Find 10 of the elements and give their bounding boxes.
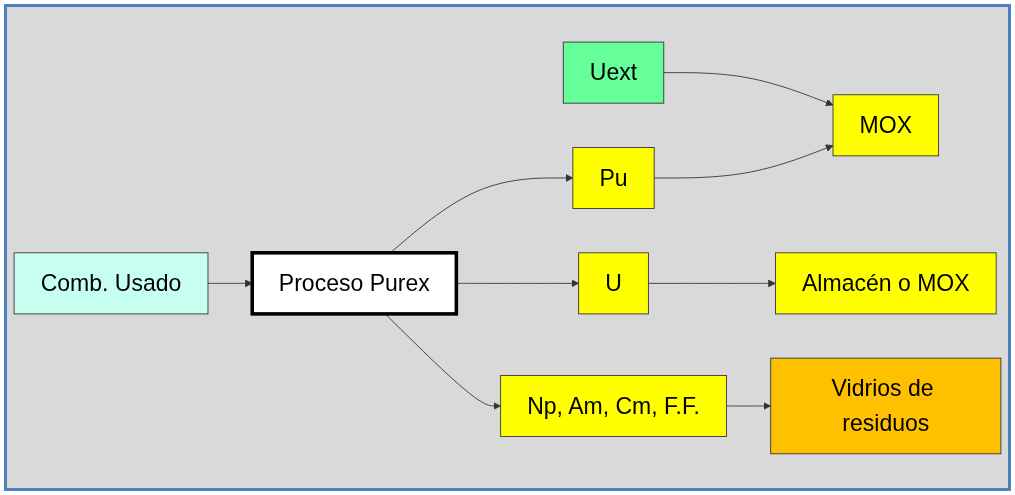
node-box [250, 250, 459, 316]
node-box [13, 251, 209, 314]
node-box [832, 93, 940, 156]
node-box [770, 357, 1002, 454]
node-box [578, 251, 649, 314]
node-box [572, 146, 655, 209]
node-box [562, 41, 665, 104]
node-box [775, 251, 997, 314]
node-box [500, 374, 727, 437]
diagram-panel: Comb. Usado Proceso Purex Uext Pu MOX U Almacén o MOX Np, Am, Cm, F.F. Vidrios de residuos [4, 4, 1011, 491]
